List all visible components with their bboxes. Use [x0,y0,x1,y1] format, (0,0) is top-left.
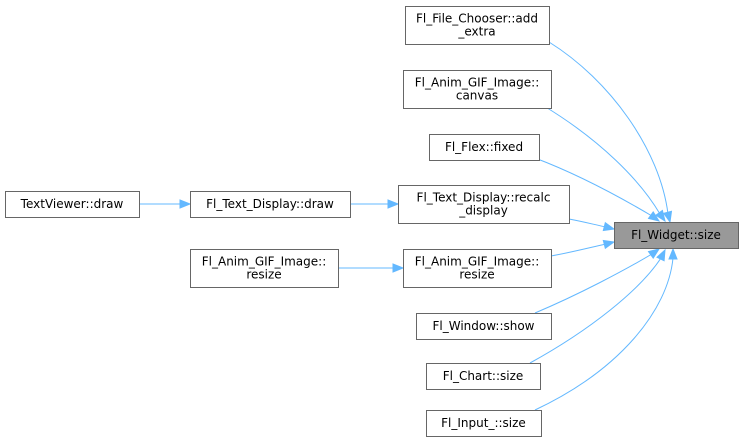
node-label: Fl_File_Chooser::add [416,12,538,26]
node-window-show[interactable]: Fl_Window::show [416,313,552,340]
node-box [426,410,542,437]
edge-line [534,157,653,217]
edge-textdisp_draw-to-textdisp_recalc [350,199,400,209]
arrowhead [392,263,405,273]
edge-input_size-to-target [534,247,678,411]
node-label: TextViewer::draw [20,197,124,211]
node-box [398,185,570,224]
node-chart-size[interactable]: Fl_Chart::size [426,363,541,390]
edge-flex_fixed-to-target [534,157,661,222]
node-label: Fl_Input_::size [441,416,526,430]
node-flex-fixed[interactable]: Fl_Flex::fixed [429,134,540,161]
edge-line [534,253,653,314]
node-box [5,191,140,218]
arrowhead [647,211,661,222]
node-box [416,313,552,340]
arrowhead [662,210,673,224]
node-label: resize [246,268,281,282]
node-box [429,134,540,161]
arrowhead [602,221,616,232]
node-label: Fl_Window::show [433,319,535,333]
node-label: Fl_Chart::size [443,369,524,383]
edge-gif_canvas-to-target [543,105,666,223]
edge-gif_resize2-to-gif_resize [338,263,405,273]
edge-chart_size-to-target [529,248,666,364]
node-label: Fl_Widget::size [631,228,721,242]
arrowhead [387,199,400,209]
edge-line [529,257,662,364]
arrowhead [602,239,616,250]
edge-line [550,243,607,257]
arrowhead [668,247,678,260]
node-gif-resize2[interactable]: Fl_Anim_GIF_Image::resize [190,249,339,288]
arrowhead [655,209,666,223]
node-label: Fl_Text_Display::draw [206,197,334,211]
node-box [403,249,552,288]
node-box [190,249,339,288]
node-label: Fl_Flex::fixed [445,140,523,154]
arrowhead [179,199,192,209]
edge-line [568,218,607,228]
node-label: canvas [456,89,498,103]
node-box [405,6,550,45]
node-label: Fl_Anim_GIF_Image:: [415,76,539,90]
node-box [426,363,541,390]
edge-textdisp_recalc-to-target [568,218,616,232]
node-target[interactable]: Fl_Widget::size [614,222,739,249]
edges-layer [139,41,678,411]
node-label: resize [459,268,494,282]
nodes-layer: Fl_Widget::size Fl_File_Chooser::add_extr… [5,6,739,437]
node-label: Fl_Text_Display::recalc [417,191,551,205]
node-textdisp-recalc[interactable]: Fl_Text_Display::recalc_display [398,185,570,224]
node-label: _extra [457,25,495,39]
node-gif-canvas[interactable]: Fl_Anim_GIF_Image::canvas [403,70,552,109]
arrowhead [647,248,661,259]
edge-gif_resize-to-target [550,239,616,257]
node-textdisp-draw[interactable]: Fl_Text_Display::draw [190,191,351,218]
node-label: Fl_Anim_GIF_Image:: [202,255,326,269]
node-box [614,222,739,249]
node-label: Fl_Anim_GIF_Image:: [415,255,539,269]
node-gif-resize[interactable]: Fl_Anim_GIF_Image::resize [403,249,552,288]
node-label: _display [458,204,508,218]
edge-line [543,105,661,215]
edge-file_chooser-to-target [548,41,673,224]
edge-line [534,257,674,411]
edge-textviewer_draw-to-textdisp_draw [139,199,192,209]
node-box [190,191,351,218]
node-textviewer-draw[interactable]: TextViewer::draw [5,191,140,218]
node-file-chooser[interactable]: Fl_File_Chooser::add_extra [405,6,550,45]
node-box [403,70,552,109]
node-input-size[interactable]: Fl_Input_::size [426,410,542,437]
edge-line [548,41,669,215]
edge-window_show-to-target [534,248,661,314]
arrowhead [656,248,666,262]
